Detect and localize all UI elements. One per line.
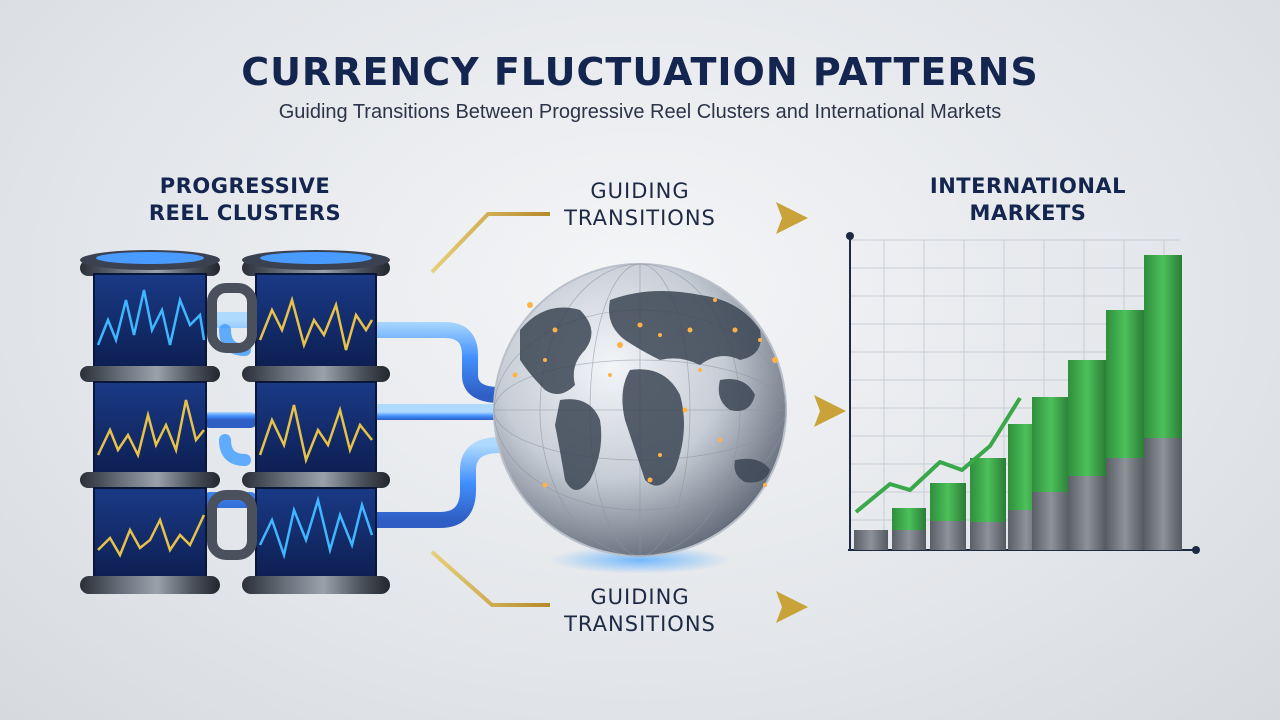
international-markets-label: INTERNATIONAL MARKETS — [908, 173, 1148, 227]
guiding-transitions-top-line1: GUIDING — [590, 179, 690, 203]
international-markets-label-line2: MARKETS — [969, 201, 1087, 225]
arrow-right-icon — [790, 395, 846, 427]
globe-icon — [493, 263, 787, 574]
guiding-transitions-bottom-line2: TRANSITIONS — [564, 612, 716, 636]
guiding-transitions-top-line2: TRANSITIONS — [564, 206, 716, 230]
reel-clusters-label: PROGRESSIVE REEL CLUSTERS — [130, 173, 360, 227]
reel-clusters-label-line1: PROGRESSIVE — [159, 174, 331, 198]
international-markets-label-line1: INTERNATIONAL — [929, 174, 1127, 198]
transition-path-top — [430, 212, 550, 274]
transition-path-bottom — [430, 550, 550, 607]
guiding-transitions-bottom-label: GUIDING TRANSITIONS — [548, 584, 732, 638]
page-title: CURRENCY FLUCTUATION PATTERNS — [241, 50, 1039, 94]
market-chart — [846, 232, 1200, 554]
arrow-right-icon — [732, 591, 808, 623]
transition-arrows — [430, 202, 846, 623]
guiding-transitions-top-label: GUIDING TRANSITIONS — [548, 178, 732, 232]
guiding-transitions-bottom-line1: GUIDING — [590, 585, 690, 609]
reel-clusters-label-line2: REEL CLUSTERS — [148, 201, 342, 225]
reel-icon — [80, 250, 220, 594]
reel-clusters — [80, 250, 390, 594]
data-tube-middle — [202, 404, 508, 428]
arrow-right-icon — [732, 202, 808, 234]
reel-icon — [242, 250, 390, 594]
page-subtitle: Guiding Transitions Between Progressive … — [278, 101, 1002, 123]
